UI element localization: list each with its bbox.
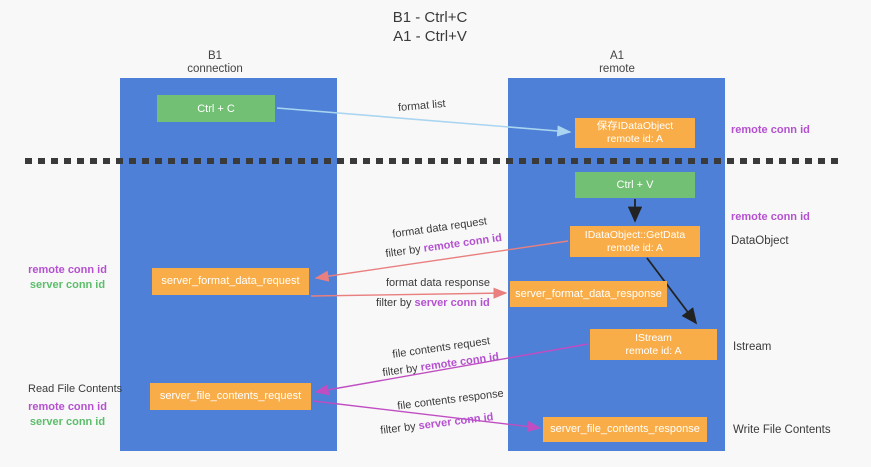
- filter-by-text: filter by: [381, 362, 419, 380]
- idataobject-getdata-box: IDataObject::GetData remote id: A: [570, 226, 700, 257]
- server-file-contents-request-label: server_file_contents_request: [159, 390, 302, 402]
- istream-line1: IStream: [635, 331, 672, 344]
- remote-conn-id-text: remote conn id: [28, 264, 107, 276]
- server-format-data-request-box: server_format_data_request: [152, 268, 309, 295]
- read-file-contents-annotation: Read File Contents: [28, 383, 123, 395]
- getdata-line2: remote id: A: [606, 241, 664, 254]
- istream-box: IStream remote id: A: [590, 329, 717, 360]
- title-line-a1: A1 - Ctrl+V: [393, 28, 467, 45]
- format-data-response-label: format data response: [386, 277, 490, 289]
- right-column-header: A1 remote: [557, 50, 677, 76]
- istream-annotation: Istream: [733, 341, 772, 353]
- ctrl-c-box: Ctrl + C: [157, 95, 275, 122]
- diagram-title: B1 - Ctrl+C A1 - Ctrl+V: [0, 8, 860, 46]
- format-data-response-arrow: [310, 287, 508, 299]
- remote-conn-id-annotation-mid: remote conn id: [731, 211, 810, 223]
- format-data-response-filter-label: filter by server conn id: [376, 297, 490, 309]
- server-format-data-request-label: server_format_data_request: [161, 275, 300, 287]
- ctrl-v-box: Ctrl + V: [575, 172, 695, 198]
- remote-conn-id-text: remote conn id: [422, 231, 503, 255]
- right-column-role: remote: [599, 63, 635, 75]
- dataobject-annotation: DataObject: [731, 235, 789, 247]
- left-column-header: B1 connection: [155, 50, 275, 76]
- server-file-contents-request-box: server_file_contents_request: [150, 383, 311, 410]
- istream-line2: remote id: A: [625, 344, 682, 357]
- server-conn-id-text: server conn id: [417, 411, 495, 433]
- server-conn-id-text: server conn id: [29, 416, 106, 428]
- phase-separator-dashed-line: [25, 158, 838, 164]
- right-column-name: A1: [609, 50, 625, 62]
- format-list-label: format list: [397, 97, 447, 115]
- title-line-b1: B1 - Ctrl+C: [392, 9, 468, 26]
- file-contents-response-label: file contents response: [396, 387, 505, 413]
- server-file-contents-response-box: server_file_contents_response: [543, 417, 707, 442]
- save-idataobject-box: 保存IDataObject remote id: A: [575, 118, 695, 148]
- server-format-data-response-box: server_format_data_response: [510, 281, 667, 307]
- ctrl-v-label: Ctrl + V: [616, 179, 654, 191]
- getdata-line1: IDataObject::GetData: [584, 228, 686, 241]
- server-format-data-response-label: server_format_data_response: [515, 287, 662, 300]
- left-column-role: connection: [187, 63, 243, 75]
- file-contents-response-filter-label: filter by server conn id: [380, 411, 494, 437]
- save-idataobject-line2: remote id: A: [606, 133, 664, 145]
- server-file-contents-response-label: server_file_contents_response: [550, 423, 700, 435]
- write-file-contents-annotation: Write File Contents: [733, 424, 831, 436]
- server-conn-id-text: server conn id: [29, 279, 106, 291]
- filter-by-text: filter by: [384, 243, 422, 261]
- server-conn-id-text: server conn id: [414, 297, 490, 309]
- filter-by-text: filter by: [376, 297, 412, 309]
- format-conn-ids-annotation: remote conn id server conn id: [20, 263, 115, 293]
- ctrl-c-label: Ctrl + C: [197, 102, 235, 115]
- remote-conn-id-text: remote conn id: [28, 401, 107, 413]
- left-column-name: B1: [207, 50, 223, 62]
- filter-by-text: filter by: [379, 420, 417, 437]
- remote-conn-id-annotation-top: remote conn id: [731, 124, 810, 136]
- save-idataobject-line1: 保存IDataObject: [596, 120, 674, 132]
- file-conn-ids-annotation: remote conn id server conn id: [20, 400, 115, 430]
